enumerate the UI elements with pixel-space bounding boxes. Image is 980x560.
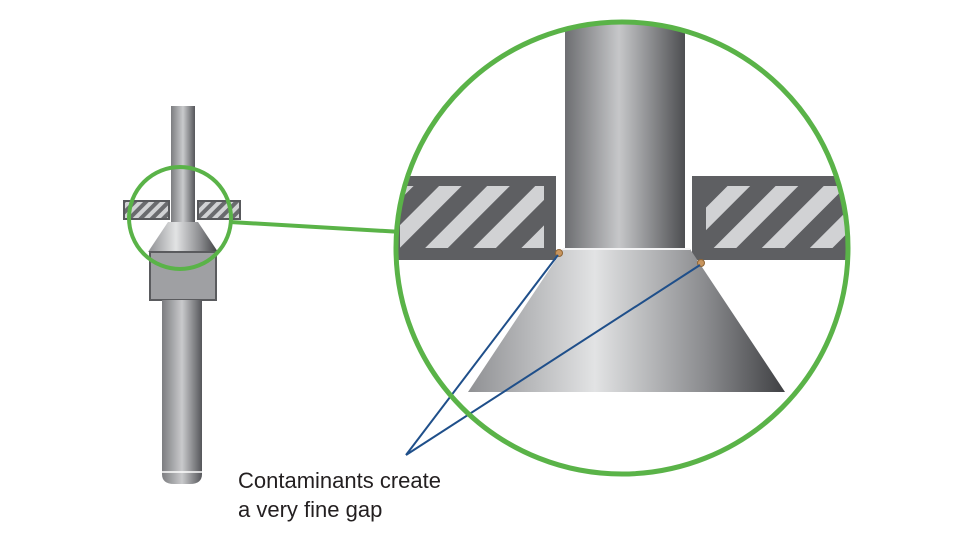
- seat-plate-left-hatch: [400, 186, 544, 248]
- caption-line-1: Contaminants create: [238, 468, 441, 493]
- magnified-detail: [396, 22, 848, 474]
- valve-stem: [565, 22, 685, 250]
- small-lower-shaft: [162, 300, 202, 470]
- small-valve-cone: [148, 222, 218, 252]
- valve-head-cone: [468, 249, 785, 392]
- caption-line-2: a very fine gap: [238, 497, 383, 522]
- small-seat-plate-right: [197, 200, 241, 220]
- seat-plate-right-hatch: [706, 186, 848, 248]
- leader-line-left: [405, 254, 559, 456]
- small-shaft-tip: [162, 470, 202, 484]
- small-seat-plate-left: [123, 200, 170, 220]
- small-valve-collar: [149, 251, 217, 301]
- small-stem-top: [171, 106, 195, 224]
- zoom-connector-line: [229, 220, 403, 234]
- small-valve-overview: [123, 106, 241, 484]
- small-highlight-circle: [127, 165, 233, 271]
- leader-line-right: [405, 264, 701, 456]
- contaminants-caption: Contaminants create a very fine gap: [238, 466, 441, 524]
- magnified-highlight-circle: [393, 19, 851, 477]
